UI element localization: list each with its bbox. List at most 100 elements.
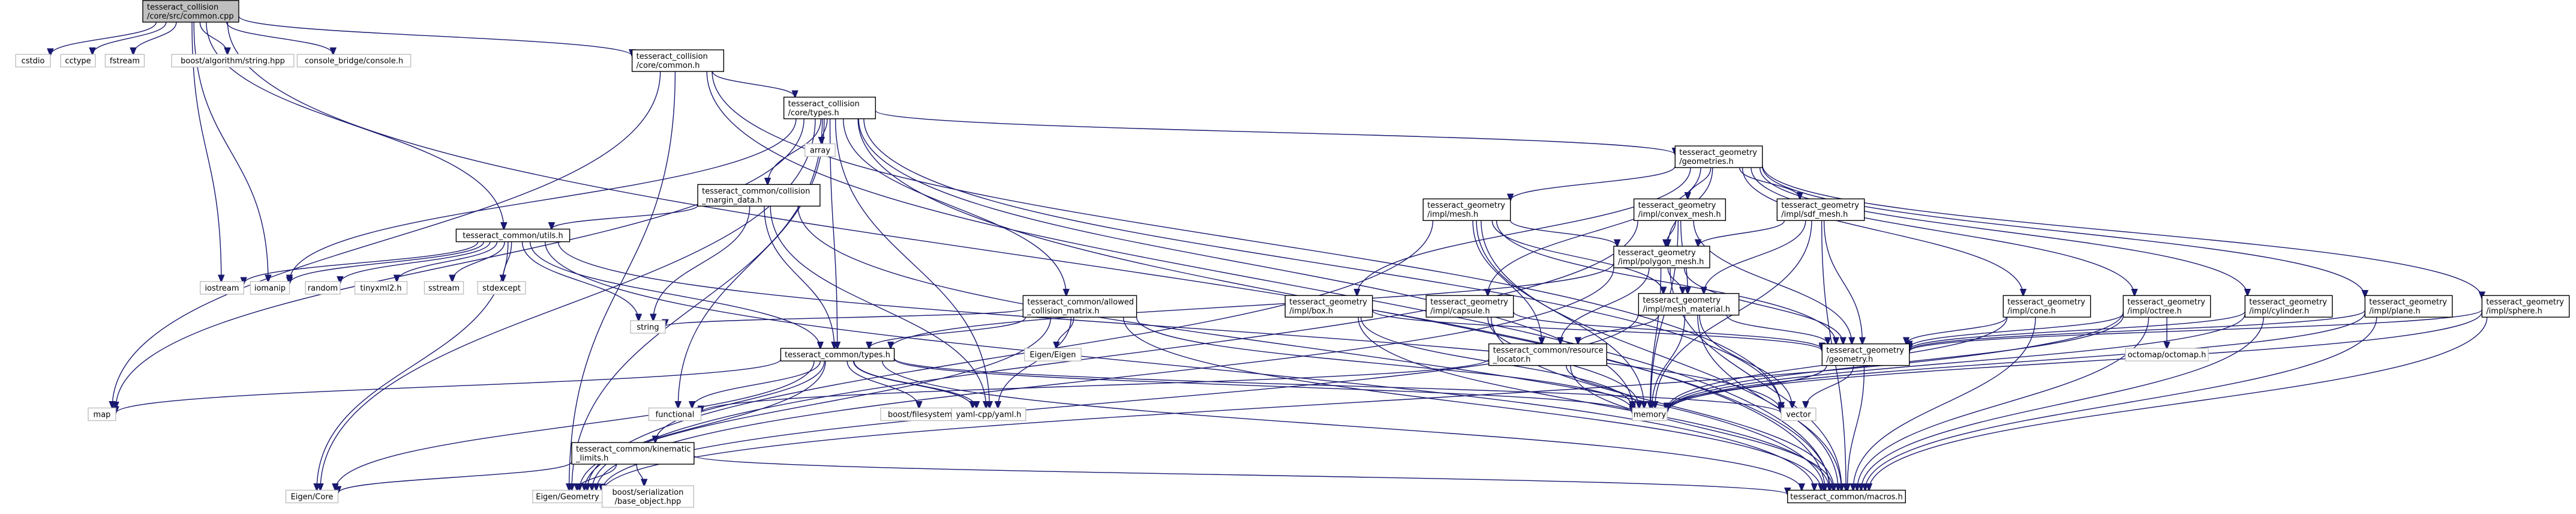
node-cylinder[interactable]: tesseract_geometry/impl/cylinder.h <box>2244 295 2333 318</box>
edge-root-to-fstream <box>133 22 177 55</box>
node-box <box>631 49 725 72</box>
node-plane[interactable]: tesseract_geometry/impl/plane.h <box>2364 295 2453 318</box>
edge-margin-data-to-utils <box>551 205 698 229</box>
edge-common-types-to-functional <box>692 361 821 408</box>
node-macros[interactable]: tesseract_common/macros.h <box>1787 489 1906 504</box>
node-box[interactable]: tesseract_geometry/impl/box.h <box>1284 295 1373 318</box>
node-mesh[interactable]: tesseract_geometry/impl/mesh.h <box>1422 198 1511 221</box>
node-resource-locator[interactable]: tesseract_common/resource_locator.h <box>1488 343 1607 366</box>
edge-mesh-to-macros <box>1481 220 1838 490</box>
edge-mesh-to-polygon-mesh <box>1510 220 1617 246</box>
node-label-line: vector <box>1786 410 1811 419</box>
edge-cone-to-macros <box>1853 317 2036 490</box>
node-octree[interactable]: tesseract_geometry/impl/octree.h <box>2122 295 2211 318</box>
edge-geometries-to-convex-mesh <box>1688 168 1712 199</box>
edge-geometry-to-memory <box>1667 365 1827 410</box>
node-label-line: /impl/sphere.h <box>2486 307 2542 316</box>
node-box <box>285 489 339 504</box>
edge-resource-locator-to-macros <box>1570 365 1833 491</box>
edge-mesh-to-resource-locator <box>1472 220 1542 343</box>
node-box <box>15 53 51 68</box>
node-label-line: tesseract_geometry <box>2127 298 2205 307</box>
edge-box-to-macros <box>1358 317 1829 490</box>
node-label-line: tesseract_geometry <box>1643 296 1721 305</box>
edge-utils-to-iostream <box>244 241 479 284</box>
node-sphere[interactable]: tesseract_geometry/impl/sphere.h <box>2481 295 2570 318</box>
node-boost-ser: boost/serialization/base_object.hpp <box>601 485 695 508</box>
node-geometries[interactable]: tesseract_geometry/geometries.h <box>1674 145 1763 168</box>
node-cone[interactable]: tesseract_geometry/impl/cone.h <box>2002 295 2091 318</box>
node-box <box>142 0 239 23</box>
node-capsule[interactable]: tesseract_geometry/impl/capsule.h <box>1425 295 1514 318</box>
edge-mesh-material-to-geometry <box>1726 315 1827 344</box>
edge-polygon-mesh-to-geometry <box>1683 267 1844 344</box>
node-random: random <box>305 281 341 295</box>
node-margin-data[interactable]: tesseract_common/collision_margin_data.h <box>697 184 821 207</box>
node-box <box>2125 348 2209 361</box>
edge-core-types-to-geometries <box>875 110 1675 154</box>
node-label-line: tesseract_geometry <box>2249 298 2327 307</box>
edge-utils-to-random <box>340 241 491 283</box>
node-root[interactable]: tesseract_collision/core/src/common.cpp <box>142 0 239 23</box>
node-label-line: map <box>94 410 111 419</box>
node-box <box>1022 295 1137 318</box>
edge-margin-data-to-common-types <box>764 206 834 348</box>
node-label-line: tesseract_geometry <box>1289 298 1367 307</box>
node-box <box>200 281 244 295</box>
node-box <box>1632 407 1668 422</box>
edge-box-to-geometry <box>1372 310 1823 351</box>
node-kinematic-limits[interactable]: tesseract_common/kinematic_limits.h <box>571 442 695 465</box>
node-box <box>455 228 571 243</box>
node-polygon-mesh[interactable]: tesseract_geometry/impl/polygon_mesh.h <box>1613 246 1710 268</box>
node-label-line: /impl/mesh_material.h <box>1643 305 1730 314</box>
node-box <box>648 407 702 422</box>
node-map: map <box>88 407 116 422</box>
edge-geometries-to-mesh <box>1511 166 1676 201</box>
node-label-line: cctype <box>65 57 91 66</box>
edge-geometries-to-box <box>1357 168 1691 295</box>
edge-cone-to-geometry <box>1907 316 2007 343</box>
edge-mesh-to-eigen-geometry <box>587 220 1434 490</box>
edge-core-common-to-core-types <box>712 71 795 97</box>
node-array: array <box>804 143 836 157</box>
node-label-line: boost/filesystem.hpp <box>888 410 969 419</box>
node-box <box>804 143 836 157</box>
edge-core-types-to-array <box>821 118 828 144</box>
node-allowed-matrix[interactable]: tesseract_common/allowed_collision_matri… <box>1022 295 1137 318</box>
edge-geometries-to-plane <box>1762 166 2365 297</box>
edge-utils-to-string <box>521 241 639 321</box>
edge-cylinder-to-geometry <box>1910 311 2245 349</box>
node-box <box>171 53 295 68</box>
node-core-common[interactable]: tesseract_collision/core/common.h <box>631 49 725 72</box>
node-label-line: tesseract_common/allowed <box>1027 298 1134 307</box>
node-box <box>104 53 145 68</box>
edge-plane-to-memory <box>1667 312 2365 412</box>
node-box <box>2364 295 2453 318</box>
node-label-line: /geometries.h <box>1679 157 1733 166</box>
edge-core-types-to-unordered-map <box>834 118 990 408</box>
node-box <box>1024 348 1082 361</box>
edge-convex-mesh-to-eigen-geometry <box>592 220 1638 490</box>
node-core-types[interactable]: tesseract_collision/core/types.h <box>783 97 876 119</box>
edge-sdf-mesh-to-polygon-mesh <box>1698 220 1785 246</box>
node-label-line: /impl/octree.h <box>2127 307 2182 316</box>
node-label-line: /core/common.h <box>637 61 700 70</box>
node-utils[interactable]: tesseract_common/utils.h <box>455 228 571 243</box>
node-label-line: /impl/cone.h <box>2007 307 2056 316</box>
edge-cylinder-to-memory <box>1667 313 2245 411</box>
node-common-types[interactable]: tesseract_common/types.h <box>780 348 895 361</box>
node-label-line: tesseract_geometry <box>2369 298 2447 307</box>
edge-polygon-mesh-to-common-types <box>891 262 1614 348</box>
node-label-line: fstream <box>110 57 140 66</box>
edge-kinematic-limits-to-boost-ser <box>636 464 644 486</box>
node-mesh-material[interactable]: tesseract_geometry/impl/mesh_material.h <box>1638 293 1740 316</box>
node-geometry[interactable]: tesseract_geometry/geometry.h <box>1821 343 1910 366</box>
node-label-line: tesseract_collision <box>788 100 860 109</box>
node-label-line: /impl/plane.h <box>2369 307 2420 316</box>
node-label-line: cstdio <box>22 57 45 66</box>
node-convex-mesh[interactable]: tesseract_geometry/impl/convex_mesh.h <box>1633 198 1727 221</box>
node-box <box>1488 343 1607 366</box>
node-sdf-mesh[interactable]: tesseract_geometry/impl/sdf_mesh.h <box>1776 198 1865 221</box>
node-label-line: _limits.h <box>575 454 608 463</box>
